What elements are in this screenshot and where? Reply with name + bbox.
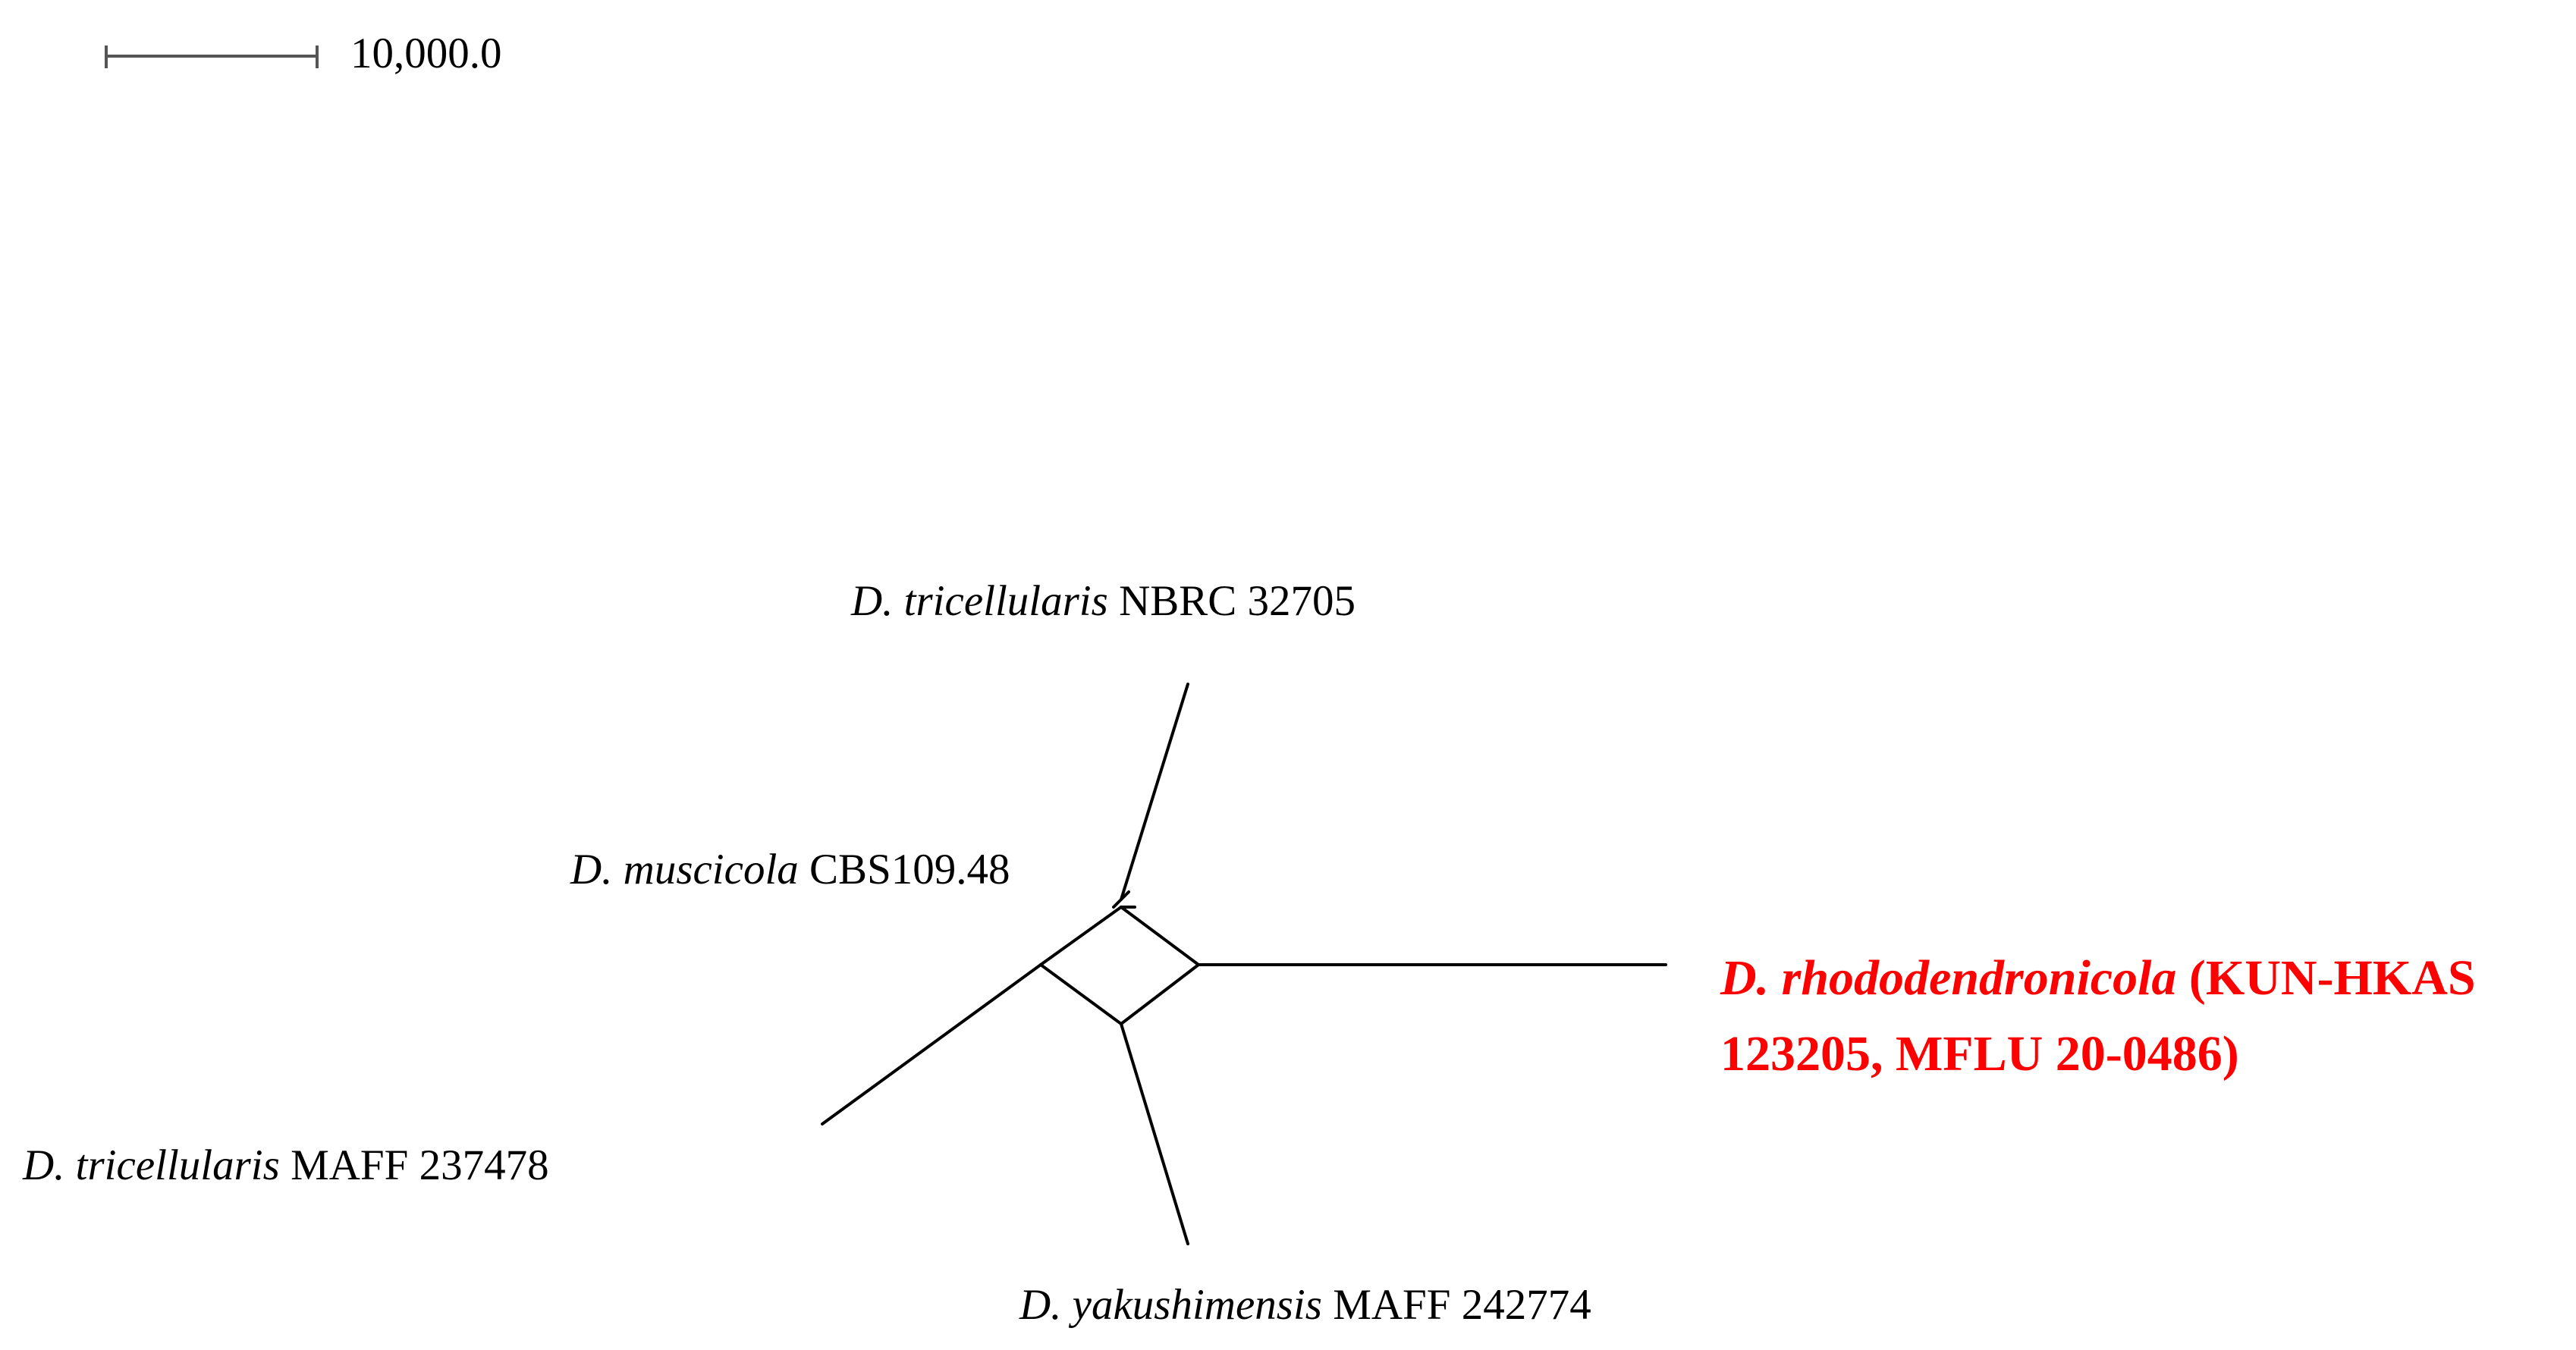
taxon-species: D. tricellularis (851, 577, 1108, 625)
taxon-strain: CBS109.48 (809, 846, 1010, 893)
taxon-strain-part-1: (KUN-HKAS (2188, 950, 2476, 1006)
edge-box-bottom-right (1120, 963, 1200, 1025)
network-edges (821, 683, 1667, 1245)
edge-box-top-left (1039, 906, 1123, 966)
edge-tricellularis-maff (821, 963, 1042, 1126)
taxon-label-muscicola: D. muscicola CBS109.48 (570, 843, 1010, 896)
taxon-strain-part-2: 123205, MFLU 20-0486) (1720, 1026, 2239, 1082)
taxon-species: D. yakushimensis (1019, 1281, 1322, 1329)
taxon-strain: NBRC 32705 (1119, 577, 1356, 625)
taxon-species: D. rhododendronicola (1720, 950, 2177, 1006)
taxon-strain: MAFF 237478 (291, 1141, 549, 1189)
taxon-species: D. tricellularis (23, 1141, 280, 1189)
scale-bar-label: 10,000.0 (350, 30, 502, 77)
edge-yakushimensis (1120, 1022, 1189, 1245)
scale-bar (105, 46, 319, 68)
taxon-label-rhododendronicola: D. rhododendronicola (KUN-HKAS 123205, M… (1720, 940, 2476, 1092)
taxon-label-yakushimensis: D. yakushimensis MAFF 242774 (1019, 1279, 1591, 1332)
taxon-line-1: D. rhododendronicola (KUN-HKAS (1720, 940, 2476, 1016)
edge-box-bottom-left (1039, 963, 1123, 1025)
edge-box-top-right (1120, 906, 1200, 966)
taxon-label-tricellularis-maff: D. tricellularis MAFF 237478 (23, 1139, 549, 1192)
taxon-strain: MAFF 242774 (1333, 1281, 1591, 1329)
taxon-species: D. muscicola (570, 846, 799, 893)
taxon-label-tricellularis-nbrc: D. tricellularis NBRC 32705 (851, 575, 1356, 628)
edge-tricellularis-nbrc (1120, 683, 1189, 901)
